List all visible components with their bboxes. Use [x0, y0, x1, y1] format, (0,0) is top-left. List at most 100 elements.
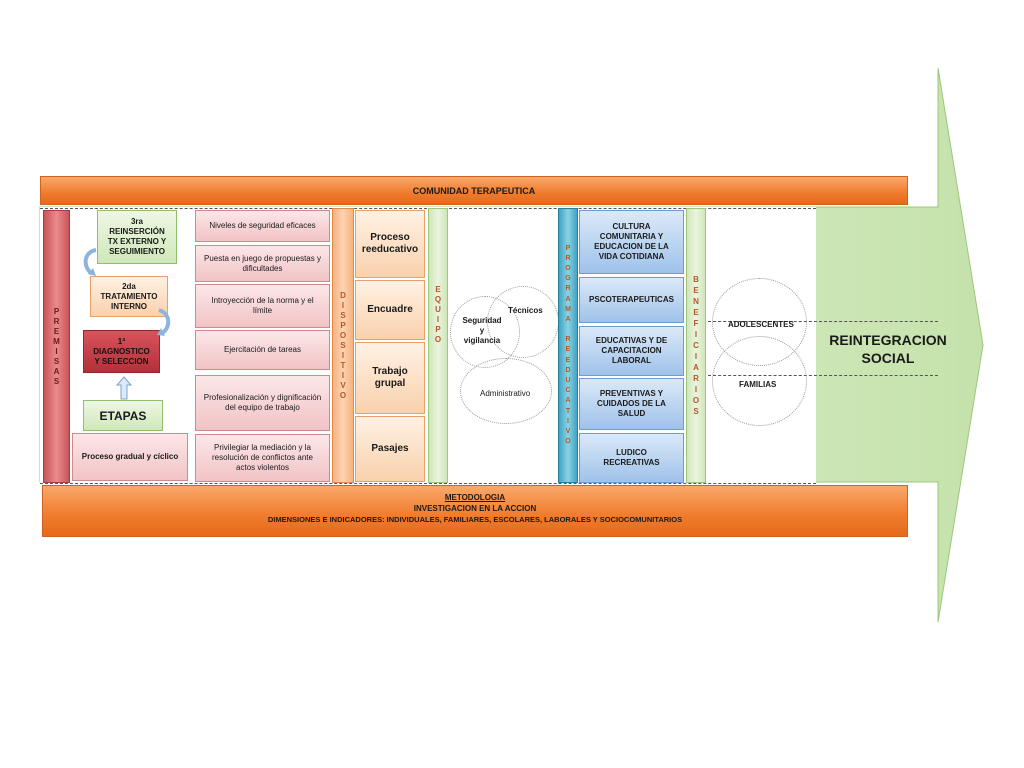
stage-1-line: DIAGNOSTICO [93, 346, 150, 356]
bottom-dashed-line [40, 483, 816, 484]
premisas-letter: M [53, 336, 60, 346]
programa-letter: V [565, 428, 571, 436]
programa-letter: R [565, 336, 571, 344]
dispositivo-strip: D I S P O S I T I V O [332, 208, 354, 483]
premise-item-text: Niveles de seguridad eficaces [209, 221, 316, 230]
stage-3-line: SEGUIMIENTO [109, 247, 165, 256]
dispositivo-item: Proceso reeducativo [355, 210, 425, 278]
programa-letter: P [565, 244, 571, 252]
premisas-letter: I [55, 346, 58, 356]
programa-letter: A [565, 295, 571, 303]
premisas-letter: R [53, 316, 60, 326]
programa-item-text: PREVENTIVAS Y CUIDADOS DE LA SALUD [597, 389, 666, 418]
premise-item-text: Introyección de la norma y el límite [211, 296, 314, 315]
beneficiarios-letter: N [693, 297, 699, 306]
top-band: COMUNIDAD TERAPEUTICA [40, 176, 908, 205]
stage-1-box: 1ª DIAGNOSTICO Y SELECCION [83, 330, 160, 373]
dispositivo-letter: I [341, 350, 345, 360]
security-line: y [479, 326, 485, 335]
programa-item: LUDICO RECREATIVAS [579, 433, 684, 483]
dispositivo-letter: S [340, 310, 346, 320]
up-arrow-icon [116, 376, 132, 400]
dispositivo-letter: T [340, 360, 346, 370]
dispositivo-letter: O [339, 390, 347, 400]
stage-3-line: 3ra [130, 217, 143, 226]
programa-item: CULTURA COMUNITARIA Y EDUCACION DE LA VI… [579, 210, 684, 274]
stage-1-line: 1ª [117, 336, 126, 346]
dispositivo-letter: D [340, 290, 346, 300]
equipo-letter: P [435, 325, 441, 334]
administrativo-label: Administrativo [480, 389, 531, 398]
equipo-letter: Q [434, 295, 442, 304]
dispositivo-item-text: Trabajo grupal [372, 366, 408, 389]
programa-letter: R [565, 254, 571, 262]
stage-2-line: 2da [122, 281, 136, 291]
premise-item-text: Ejercitación de tareas [224, 345, 301, 354]
programa-letter: O [565, 438, 571, 446]
adolescentes-label: ADOLESCENTES [728, 320, 794, 329]
programa-letter: E [565, 356, 571, 364]
premisas-letter: S [53, 376, 60, 386]
goal-line: REINTEGRACION [829, 332, 947, 348]
dispositivo-letter: I [341, 370, 345, 380]
premise-item-text: Profesionalización y dignificación del e… [203, 393, 322, 412]
beneficiarios-letter: O [692, 396, 700, 405]
stage-2-box: 2da TRATAMIENTO INTERNO [90, 276, 168, 317]
methodology-line-2: INVESTIGACION EN LA ACCION [413, 504, 537, 513]
premise-item-text: Puesta en juego de propuestas y dificult… [204, 253, 321, 273]
beneficiarios-letter: I [694, 352, 698, 361]
tecnicos-label: Técnicos [508, 306, 543, 315]
premise-item: Niveles de seguridad eficaces [195, 210, 330, 242]
programa-letter: I [567, 417, 569, 425]
dispositivo-letter: P [340, 320, 346, 330]
top-band-title: COMUNIDAD TERAPEUTICA [412, 185, 536, 196]
beneficiarios-divider [708, 375, 938, 376]
beneficiarios-letter: A [693, 363, 699, 372]
beneficiarios-letter: I [694, 330, 698, 339]
programa-letter: G [565, 275, 571, 283]
beneficiarios-letter: S [693, 407, 699, 416]
bottom-band: METODOLOGIA INVESTIGACION EN LA ACCION D… [42, 485, 908, 537]
stage-3-line: REINSERCIÓN [109, 227, 165, 236]
programa-item: EDUCATIVAS Y DE CAPACITACION LABORAL [579, 326, 684, 376]
methodology-title: METODOLOGIA [444, 493, 506, 502]
methodology-line-3: DIMENSIONES E INDICADORES: INDIVIDUALES,… [267, 515, 683, 524]
stage-1-line: Y SELECCION [94, 356, 149, 366]
premise-item: Ejercitación de tareas [195, 330, 330, 370]
programa-letter: O [565, 264, 571, 272]
dispositivo-item-text: Pasajes [371, 443, 409, 454]
administrativo-circle [460, 358, 552, 424]
programa-item-text: LUDICO RECREATIVAS [603, 448, 660, 467]
premise-item-text: Privilegiar la mediación y la resolución… [212, 443, 313, 472]
equipo-letter: E [435, 285, 441, 294]
dispositivo-item: Encuadre [355, 280, 425, 340]
premisas-letter: E [53, 326, 60, 336]
process-box: Proceso gradual y cíclico [72, 433, 188, 481]
security-line: vigilancia [463, 336, 501, 345]
premise-item: Profesionalización y dignificación del e… [195, 375, 330, 431]
beneficiarios-letter: B [693, 275, 699, 284]
beneficiarios-letter: C [693, 341, 699, 350]
programa-item-text: CULTURA COMUNITARIA Y EDUCACION DE LA VI… [594, 222, 669, 261]
process-label: Proceso gradual y cíclico [81, 452, 179, 461]
programa-letter: E [565, 346, 571, 354]
premisas-strip: P R E M I S A S [43, 210, 70, 483]
stage-2-line: INTERNO [111, 301, 147, 311]
equipo-letter: O [434, 335, 442, 344]
security-line: Seguridad [462, 316, 502, 325]
equipo-letter: U [435, 305, 441, 314]
beneficiarios-letter: E [693, 286, 699, 295]
familias-circle [712, 336, 807, 426]
dispositivo-letter: O [339, 330, 347, 340]
programa-letter: A [565, 315, 571, 323]
programa-item: PREVENTIVAS Y CUIDADOS DE LA SALUD [579, 378, 684, 430]
curved-arrow-icon [83, 248, 97, 276]
stage-3-line: TX EXTERNO Y [107, 237, 167, 246]
premisas-letter: P [53, 306, 60, 316]
stage-3-box: 3ra REINSERCIÓN TX EXTERNO Y SEGUIMIENTO [97, 210, 177, 264]
premise-item: Introyección de la norma y el límite [195, 284, 330, 328]
dispositivo-item-text: Encuadre [367, 304, 413, 315]
premisas-letter: S [53, 356, 60, 366]
programa-letter: A [565, 397, 571, 405]
etapas-label: ETAPAS [99, 408, 147, 423]
